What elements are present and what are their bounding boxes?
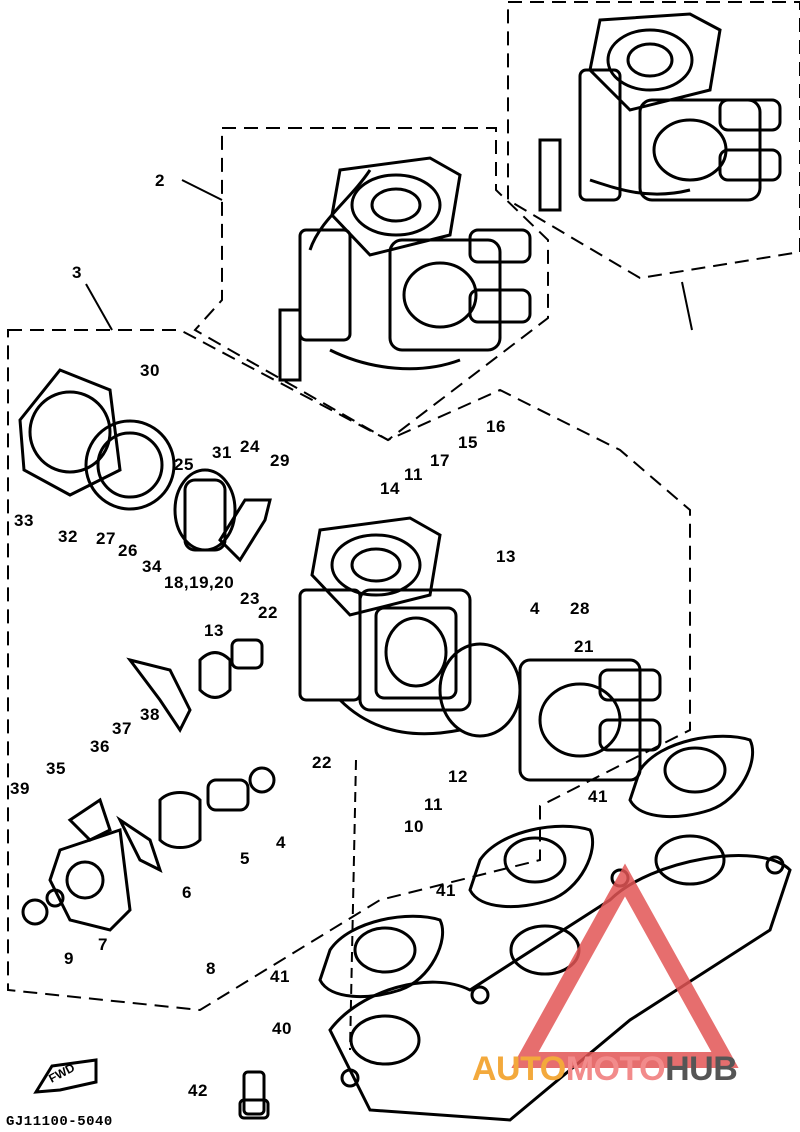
group-3-outline: [7, 329, 691, 1012]
part-code: GJ11100-5040: [6, 1114, 113, 1130]
watermark-triangle: [511, 863, 739, 1068]
watermark-part-3: HUB: [665, 1050, 738, 1088]
callout-22-bottom: 22: [312, 753, 332, 772]
callout-29: 29: [270, 451, 290, 470]
callout-25: 25: [174, 455, 194, 474]
callout-15: 15: [458, 433, 478, 452]
carburetor-top-right: [538, 12, 782, 212]
callout-31: 31: [212, 443, 232, 462]
diaphragm-cover-33: [18, 368, 122, 497]
callout-26: 26: [118, 541, 138, 560]
callout-38: 38: [140, 705, 160, 724]
callout-28: 28: [570, 599, 590, 618]
callout-13-right: 13: [496, 547, 516, 566]
callout-18-19-20: 18,19,20: [164, 573, 235, 592]
carburetor-main-body: [298, 516, 662, 782]
callout-13-left: 13: [204, 621, 224, 640]
gasket-41-middle: [468, 824, 595, 909]
callout-42: 42: [188, 1081, 208, 1100]
watermark-part-1: AUTO: [472, 1050, 566, 1088]
pump-body-26: [173, 468, 237, 552]
callout-3: 3: [72, 263, 82, 282]
callout-21: 21: [574, 637, 594, 656]
callout-39: 39: [10, 779, 30, 798]
callout-36: 36: [90, 737, 110, 756]
callout-2: 2: [155, 171, 165, 190]
carburetor-assembly-2: [278, 156, 532, 382]
callout-8: 8: [206, 959, 216, 978]
callout-37: 37: [112, 719, 132, 738]
screw-42: [238, 1070, 270, 1120]
callout-17: 17: [430, 451, 450, 470]
leader-2: [181, 179, 223, 201]
fwd-arrow: [33, 1058, 98, 1094]
callout-10: 10: [404, 817, 424, 836]
callout-23: 23: [240, 589, 260, 608]
callout-12: 12: [448, 767, 468, 786]
gasket-34: [218, 498, 272, 563]
throttle-cam-7: [48, 827, 132, 932]
nut-9-and-washer: [21, 888, 65, 926]
callout-27: 27: [96, 529, 116, 548]
callout-16: 16: [486, 417, 506, 436]
watermark-logo: AUTOMOTOHUB: [472, 1050, 738, 1088]
callout-41-top: 41: [588, 787, 608, 806]
callout-34: 34: [142, 557, 162, 576]
diaphragm-32: [84, 419, 176, 511]
leader-3: [85, 283, 113, 331]
leader-top-right: [681, 281, 693, 331]
callout-41-bottom: 41: [270, 967, 290, 986]
callout-40: 40: [272, 1019, 292, 1038]
callout-6: 6: [182, 883, 192, 902]
callout-33: 33: [14, 511, 34, 530]
callout-5: 5: [240, 849, 250, 868]
callout-4-top: 4: [530, 599, 540, 618]
callout-14: 14: [380, 479, 400, 498]
leader-22: [349, 759, 357, 1051]
group-top-right-outline: [507, 1, 800, 280]
callout-4-bottom: 4: [276, 833, 286, 852]
callout-32: 32: [58, 527, 78, 546]
callout-9: 9: [64, 949, 74, 968]
gasket-41-top: [628, 734, 755, 819]
callout-11-top: 11: [404, 465, 423, 484]
callout-35: 35: [46, 759, 66, 778]
group-2-outline: [193, 127, 549, 442]
lever-parts: [67, 638, 276, 873]
gasket-41-bottom: [318, 914, 445, 999]
callout-24: 24: [240, 437, 260, 456]
callout-11-bottom: 11: [424, 795, 443, 814]
watermark-part-2: MOTO: [565, 1050, 666, 1088]
callout-7: 7: [98, 935, 108, 954]
callout-22-top: 22: [258, 603, 278, 622]
callout-30: 30: [140, 361, 160, 380]
callout-41-middle: 41: [436, 881, 456, 900]
